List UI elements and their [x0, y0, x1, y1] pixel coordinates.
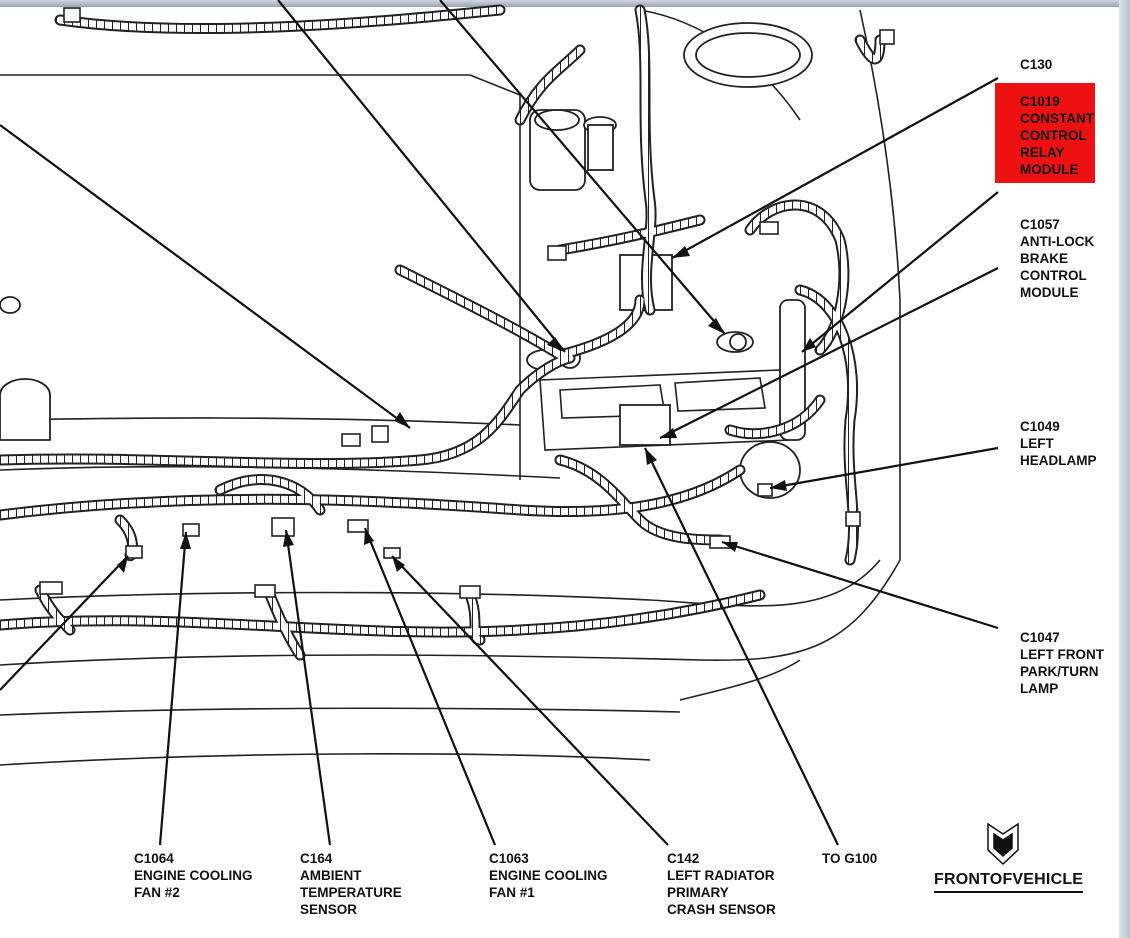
leader-c164	[284, 529, 332, 846]
callout-c1049-line-2: LEFT	[1020, 436, 1054, 451]
callout-c164-line-3: TEMPERATURE	[300, 885, 402, 900]
window-frame-top	[0, 0, 1130, 7]
callout-c1019-line-3: CONTROL	[1020, 128, 1087, 143]
callout-c1057-line-2: ANTI-LOCK	[1020, 234, 1095, 249]
callout-c1057-line-3: BRAKE	[1020, 251, 1069, 266]
callout-c1064-line-2: ENGINE COOLING	[134, 868, 253, 883]
callout-c1049: C1049 LEFT HEADLAMP	[1020, 418, 1097, 469]
window-frame-right	[1119, 0, 1130, 938]
leader-c130	[671, 77, 999, 259]
callout-c1064-line-1: C1064	[134, 851, 174, 866]
callout-c142: C142 LEFT RADIATOR PRIMARY CRASH SENSOR	[667, 850, 776, 918]
component-shapes	[0, 22, 813, 499]
leader-lines	[0, 0, 999, 846]
callout-c1057: C1057 ANTI-LOCK BRAKE CONTROL MODULE	[1020, 216, 1094, 301]
callout-c1064-line-3: FAN #2	[134, 885, 180, 900]
callout-c1019-line-2: CONSTANT	[1020, 111, 1094, 126]
callout-c1047-line-2: LEFT FRONT	[1020, 647, 1104, 662]
callout-c1063: C1063 ENGINE COOLING FAN #1	[489, 850, 608, 901]
callout-c142-line-3: PRIMARY	[667, 885, 729, 900]
leader-c1019	[801, 191, 999, 353]
callout-c1057-line-4: CONTROL	[1020, 268, 1087, 283]
callout-c164-line-4: SENSOR	[300, 902, 358, 917]
callout-c1063-line-3: FAN #1	[489, 885, 535, 900]
leader-left-lower	[0, 555, 129, 691]
callout-c1019-line-5: MODULE	[1020, 162, 1079, 177]
vehicle-body-outline	[0, 9, 901, 766]
callout-c1063-line-1: C1063	[489, 851, 529, 866]
front-of-vehicle-icon	[987, 822, 1019, 866]
connector-blocks	[39, 7, 895, 599]
leader-c142	[391, 555, 669, 846]
callout-g100-line-1: TO G100	[822, 851, 878, 866]
leader-c-top-left-b	[439, 0, 726, 335]
leader-c1063	[363, 527, 497, 846]
leader-left-harness	[0, 124, 411, 429]
callout-c1063-line-2: ENGINE COOLING	[489, 868, 608, 883]
callout-c1057-line-1: C1057	[1020, 217, 1060, 232]
callout-c1047-line-3: PARK/TURN	[1020, 664, 1099, 679]
leader-g100	[644, 447, 839, 846]
callout-c142-line-2: LEFT RADIATOR	[667, 868, 775, 883]
leader-c-top-left-a	[277, 0, 566, 353]
callout-c142-line-1: C142	[667, 851, 700, 866]
wire-harness	[0, 4, 886, 661]
callout-c1047-line-4: LAMP	[1020, 681, 1059, 696]
callout-c142-line-4: CRASH SENSOR	[667, 902, 776, 917]
callout-c1047-line-1: C1047	[1020, 630, 1060, 645]
callout-c1049-line-3: HEADLAMP	[1020, 453, 1097, 468]
callout-c164-line-1: C164	[300, 851, 333, 866]
callout-c1047: C1047 LEFT FRONT PARK/TURN LAMP	[1020, 629, 1104, 697]
callout-c1049-line-1: C1049	[1020, 419, 1060, 434]
callout-c1019-line-1: C1019	[1020, 94, 1060, 109]
callout-c1057-line-5: MODULE	[1020, 285, 1079, 300]
callout-c164-line-2: AMBIENT	[300, 868, 362, 883]
callout-c1019-line-4: RELAY	[1020, 145, 1065, 160]
callout-c130: C130	[1020, 56, 1052, 73]
leader-c1049	[769, 446, 999, 490]
leader-arrowheads	[117, 246, 816, 573]
front-of-vehicle-label: FRONTOFVEHICLE	[934, 871, 1084, 893]
callout-c1019-highlight: C1019 CONSTANT CONTROL RELAY MODULE	[995, 83, 1095, 183]
leader-c1047	[721, 540, 999, 630]
callout-c1064: C1064 ENGINE COOLING FAN #2	[134, 850, 253, 901]
callout-g100: TO G100	[822, 850, 877, 867]
leader-c1057	[659, 267, 999, 439]
callout-c164: C164 AMBIENT TEMPERATURE SENSOR	[300, 850, 402, 918]
leader-c1064	[158, 531, 188, 846]
callout-c130-line-1: C130	[1020, 57, 1053, 72]
